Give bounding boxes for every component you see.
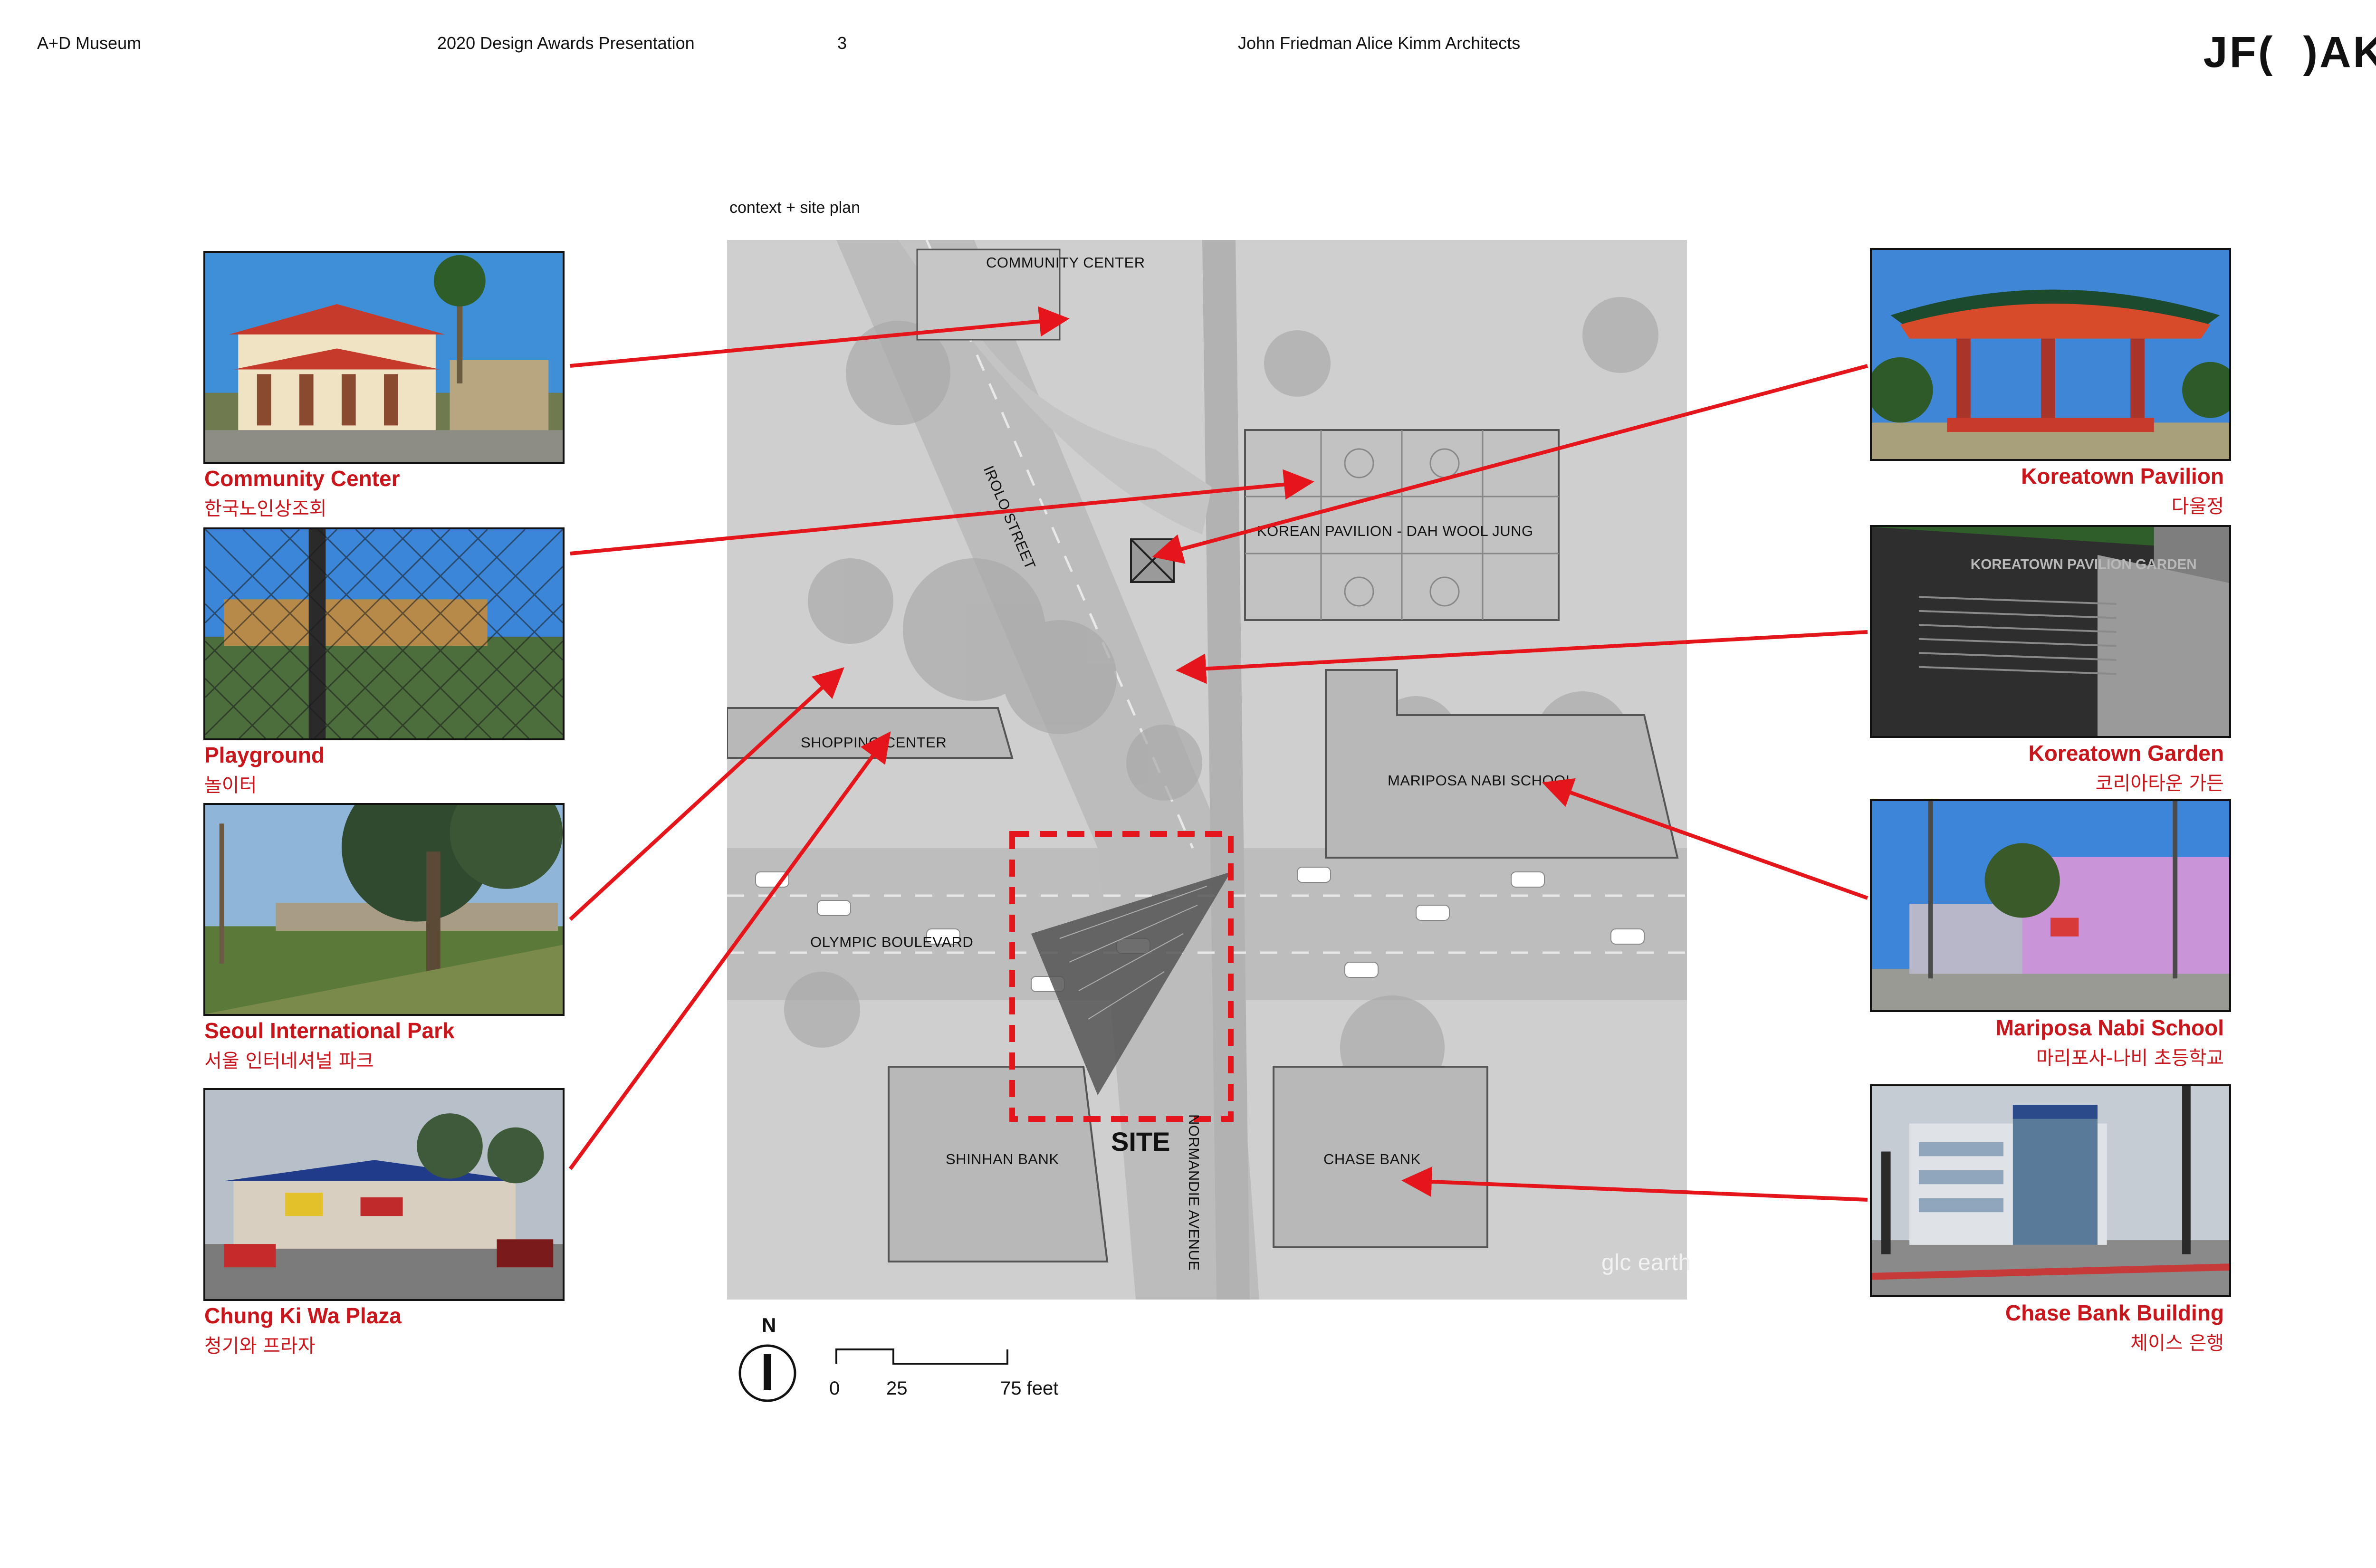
- caption-playground-en: Playground: [204, 743, 325, 767]
- map-watermark: glc earth: [1601, 1250, 1691, 1275]
- header-presentation: 2020 Design Awards Presentation: [437, 33, 695, 53]
- caption-garden-en: Koreatown Garden: [2028, 741, 2224, 765]
- photo-chase-bank-building: [1870, 1084, 2231, 1297]
- map-label-shopping-center: SHOPPING CENTER: [801, 734, 947, 751]
- scale-bar: [835, 1348, 1008, 1365]
- caption-chung-ki-wa-ko: 청기와 프라자: [204, 1335, 316, 1357]
- map-label-korean-pavilion: KOREAN PAVILION - DAH WOOL JUNG: [1257, 523, 1533, 539]
- caption-pavilion-en: Koreatown Pavilion: [2021, 464, 2224, 488]
- caption-chase-ko: 체이스 은행: [2130, 1332, 2224, 1354]
- north-label: N: [762, 1314, 776, 1336]
- scale-zero: 0: [829, 1378, 840, 1399]
- map-label-olympic: OLYMPIC BOULEVARD: [810, 934, 974, 950]
- caption-community-center-ko: 한국노인상조회: [204, 498, 327, 520]
- section-title: context + site plan: [729, 199, 861, 217]
- header-museum: A+D Museum: [37, 33, 142, 53]
- scale-mid: 25: [886, 1378, 908, 1399]
- map-label-mariposa: MARIPOSA NABI SCHOOL: [1388, 772, 1574, 789]
- map-label-community-center: COMMUNITY CENTER: [986, 254, 1145, 271]
- north-arrow-icon: [738, 1344, 796, 1402]
- header-page-number: 3: [837, 33, 847, 53]
- caption-chung-ki-wa-en: Chung Ki Wa Plaza: [204, 1303, 402, 1328]
- photo-community-center: [203, 251, 565, 464]
- caption-pavilion-ko: 다울정: [2171, 496, 2224, 517]
- logo-left: JF(: [2203, 28, 2275, 76]
- caption-playground-ko: 놀이터: [204, 774, 257, 796]
- photo-koreatown-pavilion: [1870, 248, 2231, 461]
- photo-seoul-international-park: [203, 803, 565, 1016]
- site-plan-map: [727, 240, 1687, 1300]
- caption-garden-ko: 코리아타운 가든: [2095, 773, 2224, 794]
- caption-mariposa-en: Mariposa Nabi School: [1995, 1015, 2224, 1040]
- map-label-chase: CHASE BANK: [1323, 1151, 1421, 1167]
- photo-mariposa-nabi-school: [1870, 799, 2231, 1012]
- header-firm: John Friedman Alice Kimm Architects: [1238, 33, 1521, 53]
- caption-seoul-park-ko: 서울 인터네셔널 파크: [204, 1050, 374, 1072]
- photo-playground: [203, 527, 565, 740]
- garden-plaque-text: KOREATOWN PAVILION GARDEN: [1971, 556, 2197, 572]
- map-label-site: SITE: [1111, 1127, 1170, 1157]
- scale-end: 75 feet: [1000, 1378, 1059, 1399]
- caption-seoul-park-en: Seoul International Park: [204, 1018, 455, 1043]
- map-label-shinhan: SHINHAN BANK: [946, 1151, 1059, 1167]
- caption-mariposa-ko: 마리포사-나비 초등학교: [2036, 1047, 2224, 1069]
- firm-logo: JF( )AK: [2203, 28, 2376, 77]
- photo-koreatown-garden: KOREATOWN PAVILION GARDEN: [1870, 525, 2231, 738]
- caption-chase-en: Chase Bank Building: [2005, 1300, 2224, 1325]
- photo-chung-ki-wa-plaza: [203, 1088, 565, 1301]
- caption-community-center-en: Community Center: [204, 466, 400, 491]
- map-label-normandie: NORMANDIE AVENUE: [1186, 1114, 1202, 1271]
- logo-right: )AK: [2303, 28, 2376, 76]
